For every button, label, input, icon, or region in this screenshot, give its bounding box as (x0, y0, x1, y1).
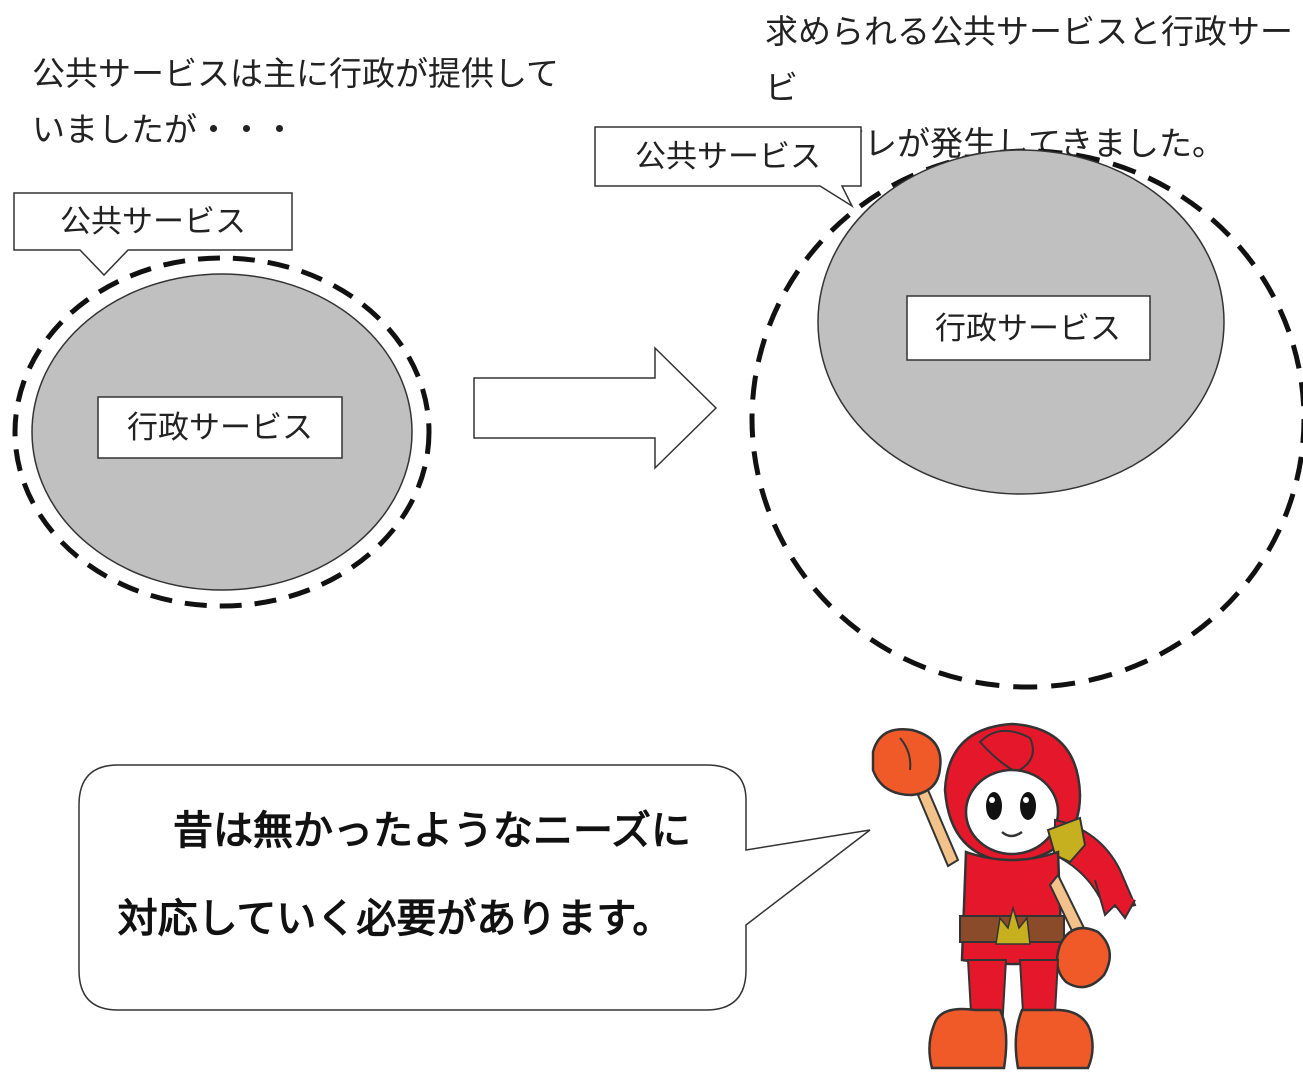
lower-glove-icon (1055, 926, 1111, 989)
right-public-service-callout (594, 126, 862, 209)
raised-glove-icon (871, 728, 942, 797)
transition-arrow (473, 346, 718, 470)
right-admin-service-box (906, 295, 1151, 361)
right-caption-line1: 求められる公共サービスと行政サービ (765, 12, 1293, 107)
left-caption: 公共サービスは主に行政が提供して いましたが・・・ (32, 46, 559, 158)
speech-line2: 対応していく必要があります。 (118, 896, 673, 942)
left-admin-service-label: 行政サービス (127, 410, 313, 446)
right-public-service-dashed-circle (749, 148, 1303, 690)
flame-emblem-icon (995, 905, 1031, 945)
left-admin-service-box (97, 396, 343, 459)
speech-bubble (78, 764, 871, 1011)
left-caption-line2: いましたが・・・ (32, 110, 296, 149)
left-public-service-label: 公共サービス (60, 204, 246, 240)
left-public-service-callout (13, 192, 293, 277)
left-public-service-dashed-circle (12, 255, 432, 609)
left-caption-line1: 公共サービスは主に行政が提供して (32, 54, 560, 93)
left-boot-icon (928, 1007, 1008, 1070)
right-admin-service-label: 行政サービス (935, 311, 1121, 347)
right-boot-icon (1014, 1008, 1094, 1070)
speech-line1: 昔は無かったようなニーズに (173, 808, 691, 854)
mascot-character (871, 722, 1137, 1070)
right-public-service-label: 公共サービス (635, 139, 821, 175)
